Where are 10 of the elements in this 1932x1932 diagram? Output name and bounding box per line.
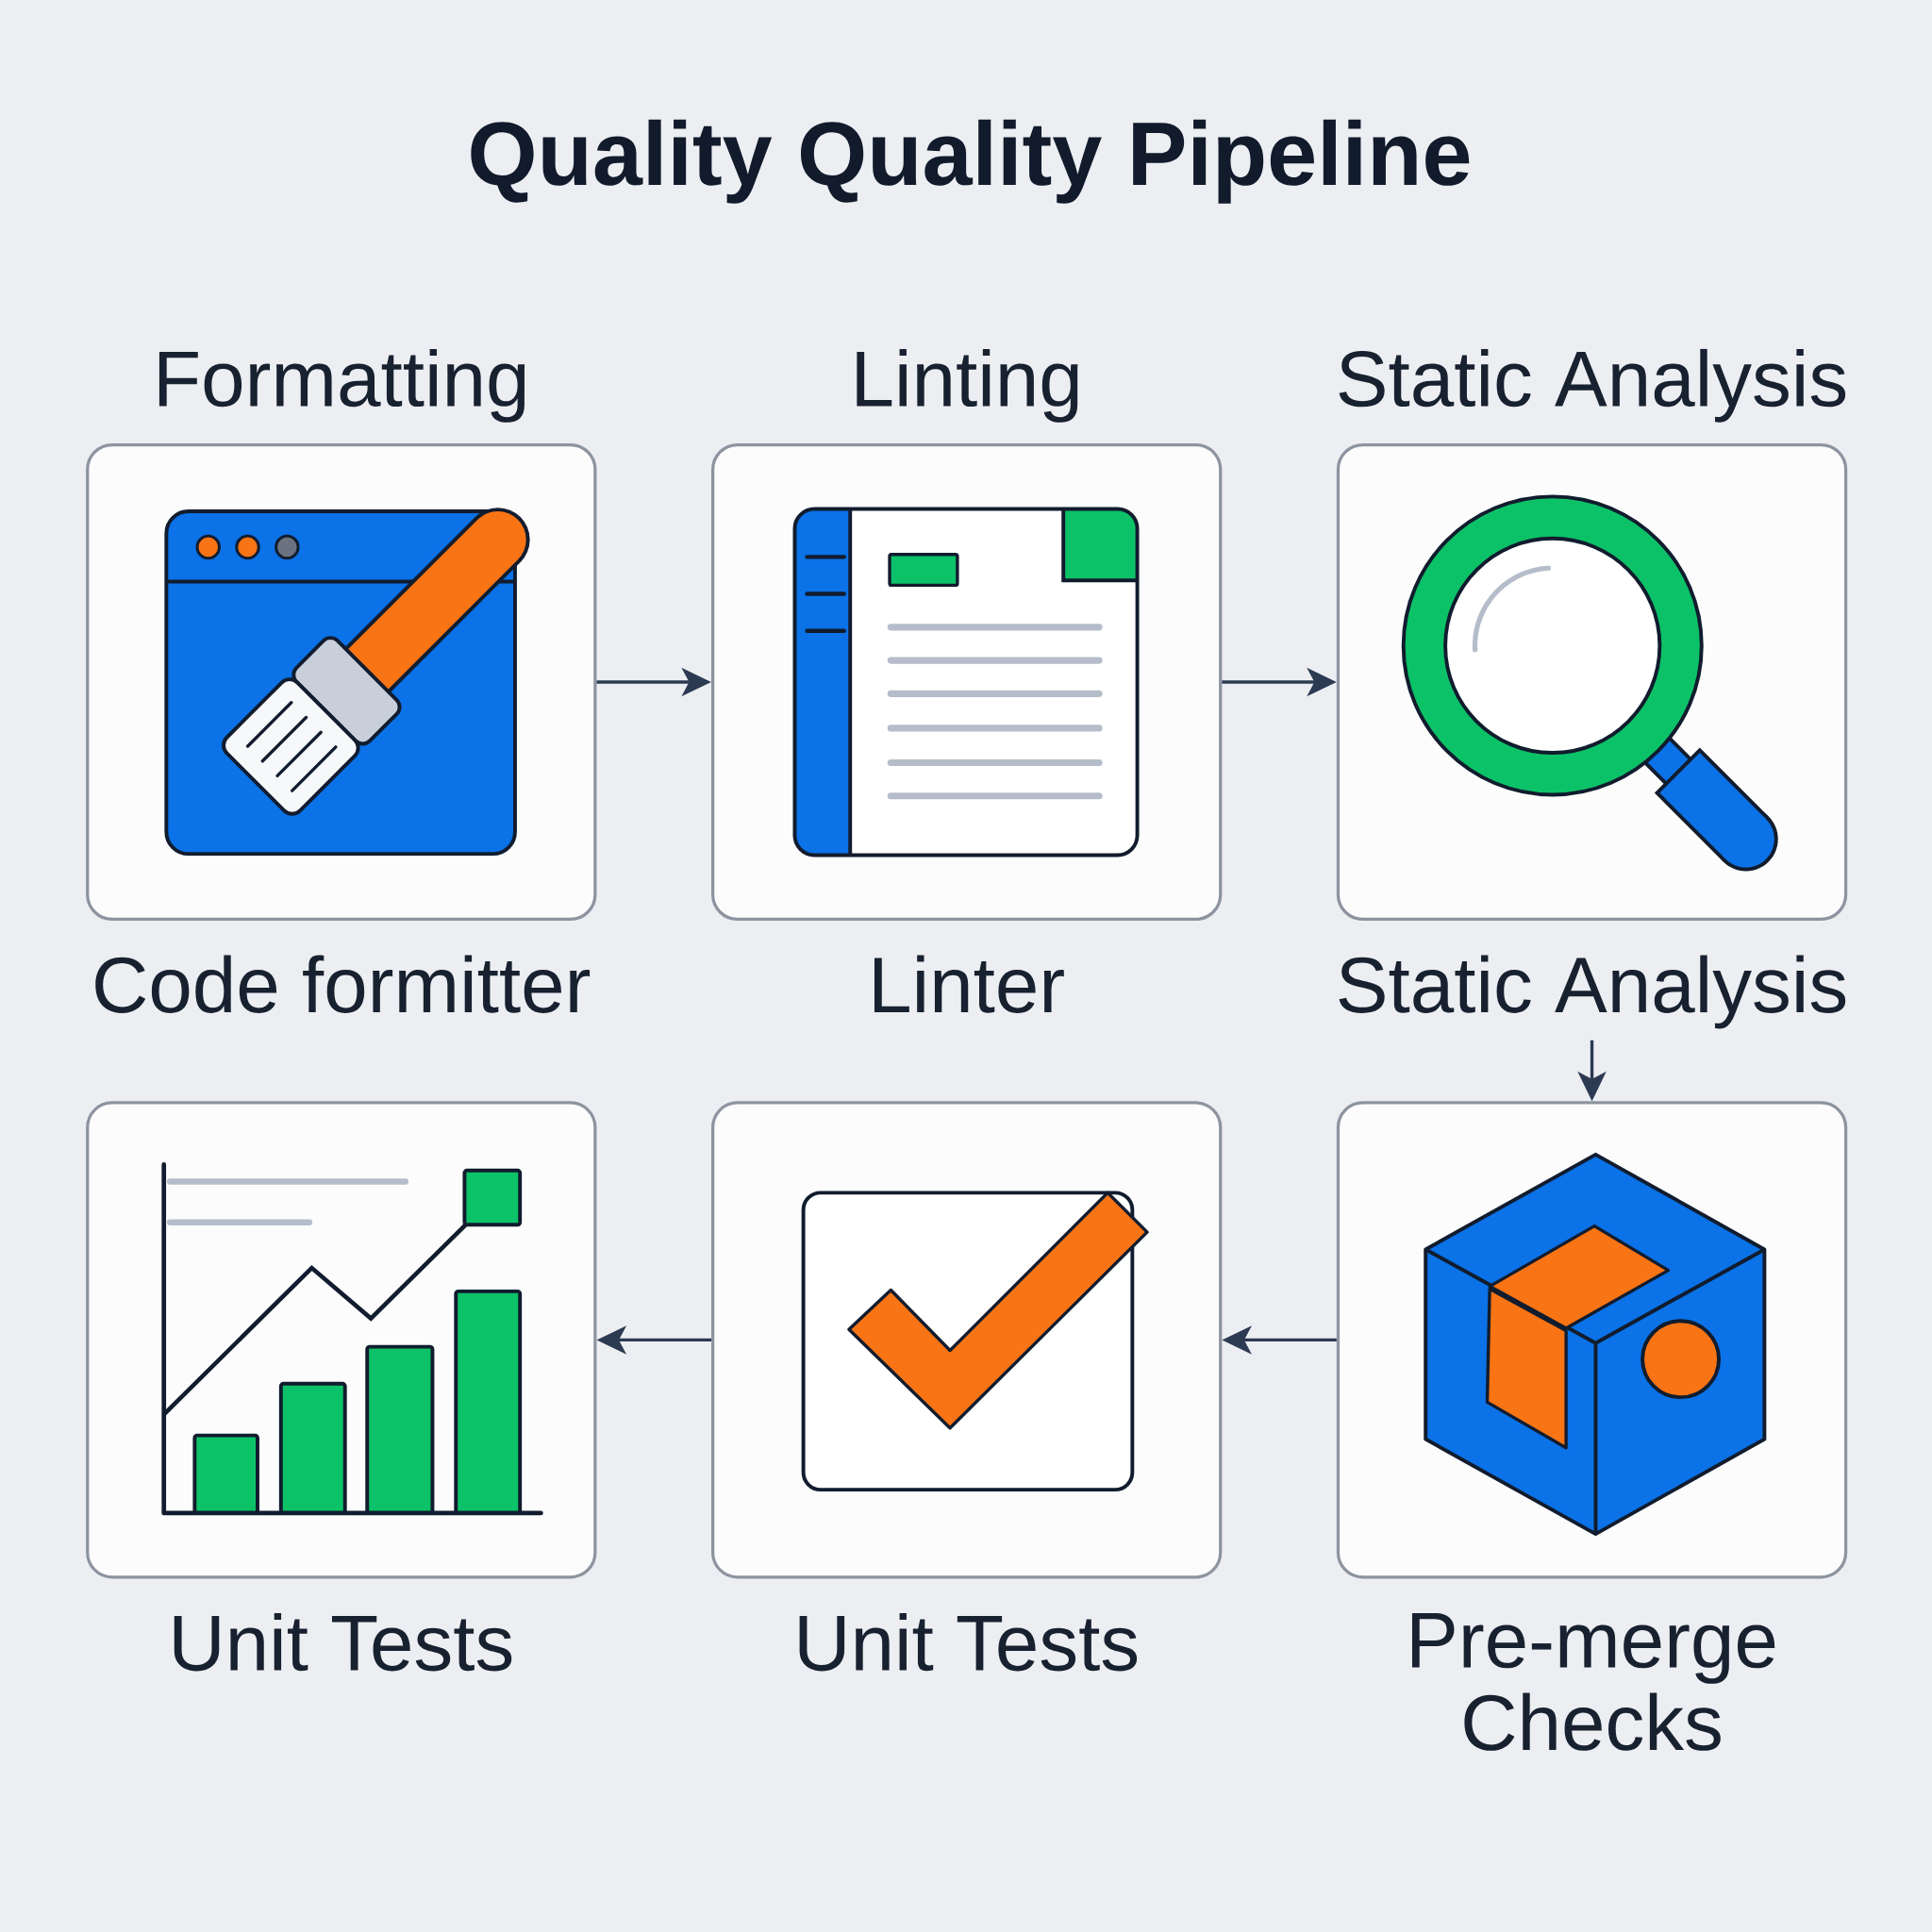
step-caption: Pre-merge Checks xyxy=(1411,1613,1775,1751)
step-heading: Static Analysis xyxy=(1339,348,1846,423)
step-caption: Unit Tests xyxy=(174,1613,512,1672)
step-caption: Code formitter xyxy=(95,955,591,1013)
step-caption: Unit Tests xyxy=(799,1613,1138,1672)
title: Quality Quality Pipeline xyxy=(471,119,1470,204)
step-heading: Linting xyxy=(857,348,1078,423)
step-caption: Linter xyxy=(874,955,1064,1013)
step-heading: Formatting xyxy=(158,348,525,423)
step-caption: Static Analysis xyxy=(1339,955,1846,1029)
